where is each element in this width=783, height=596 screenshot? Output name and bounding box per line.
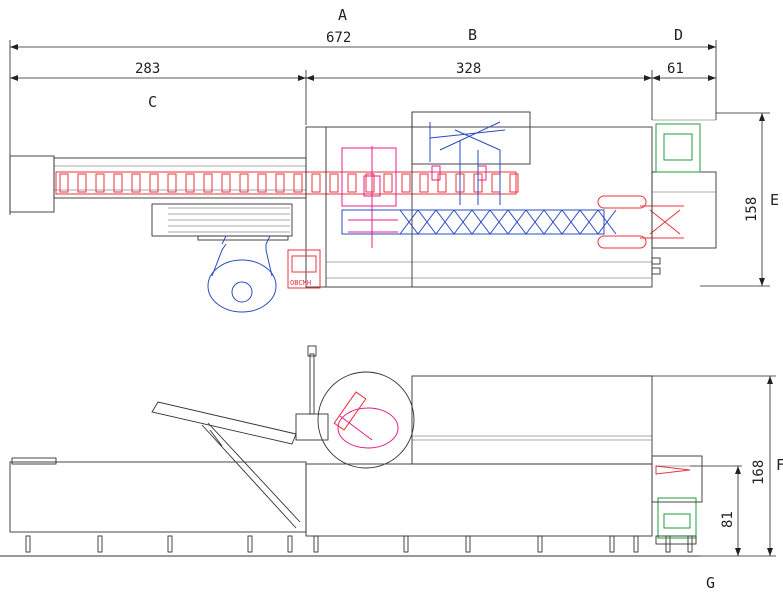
chain-lug — [131, 173, 141, 193]
belt-cross — [507, 209, 527, 235]
chain-lug — [257, 173, 267, 193]
panel-text: OBCMH — [290, 279, 311, 287]
label-a: A — [338, 6, 347, 24]
machine-leg — [609, 535, 615, 553]
chain-lug — [203, 173, 213, 193]
chain-lug — [185, 173, 195, 193]
machine-leg — [287, 535, 293, 553]
chain-lug — [167, 173, 177, 193]
chain-lug — [329, 173, 339, 193]
dim-outfeed-length: 61 — [667, 61, 684, 77]
label-f: F — [776, 456, 783, 474]
chain-lug — [491, 173, 501, 193]
chain-lug — [113, 173, 123, 193]
belt-cross — [399, 209, 419, 235]
belt-cross — [417, 209, 437, 235]
dimension-lines — [9, 40, 776, 557]
machine-leg — [97, 535, 103, 553]
belt-cross — [543, 209, 563, 235]
chain-lug — [401, 173, 411, 193]
chain-lug — [275, 173, 285, 193]
dim-overall-length: 672 — [326, 30, 351, 46]
label-d: D — [674, 26, 683, 44]
machine-leg — [313, 535, 319, 553]
chain-lug — [311, 173, 321, 193]
chain-lug — [383, 173, 393, 193]
machine-leg — [403, 535, 409, 553]
belt-cross — [471, 209, 491, 235]
label-b: B — [468, 26, 477, 44]
belt-cross — [489, 209, 509, 235]
machine-leg — [537, 535, 543, 553]
belt-cross — [597, 209, 617, 235]
side-view — [0, 345, 703, 557]
chain-lug — [293, 173, 303, 193]
belt-cross — [453, 209, 473, 235]
label-c: C — [148, 93, 157, 111]
machine-leg — [633, 535, 639, 553]
machine-leg — [25, 535, 31, 553]
chain-lug — [437, 173, 447, 193]
chain-lug — [347, 173, 357, 193]
chain-lug — [95, 173, 105, 193]
machine-leg — [167, 535, 173, 553]
belt-cross — [525, 209, 545, 235]
chain-lug — [77, 173, 87, 193]
operator-figure — [207, 235, 277, 313]
belt-cross — [561, 209, 581, 235]
dim-side-height: 168 — [751, 460, 767, 485]
chain-lug — [419, 173, 429, 193]
label-g: G — [706, 574, 715, 592]
label-e: E — [770, 191, 779, 209]
belt-cross — [579, 209, 599, 235]
machine-leg — [247, 535, 253, 553]
control-panel — [287, 249, 321, 289]
dim-top-height: 158 — [744, 197, 760, 222]
dim-infeed-length: 283 — [135, 61, 160, 77]
chain-lug — [149, 173, 159, 193]
machine-leg — [465, 535, 471, 553]
chain-lug — [59, 173, 69, 193]
chain-lug — [365, 173, 375, 193]
chain-lug — [509, 173, 519, 193]
top-view: OBCMH — [9, 111, 717, 313]
dim-outfeed-height: 81 — [720, 511, 736, 528]
chain-lug — [239, 173, 249, 193]
dim-machine-length: 328 — [456, 61, 481, 77]
belt-cross — [435, 209, 455, 235]
chain-lug — [221, 173, 231, 193]
